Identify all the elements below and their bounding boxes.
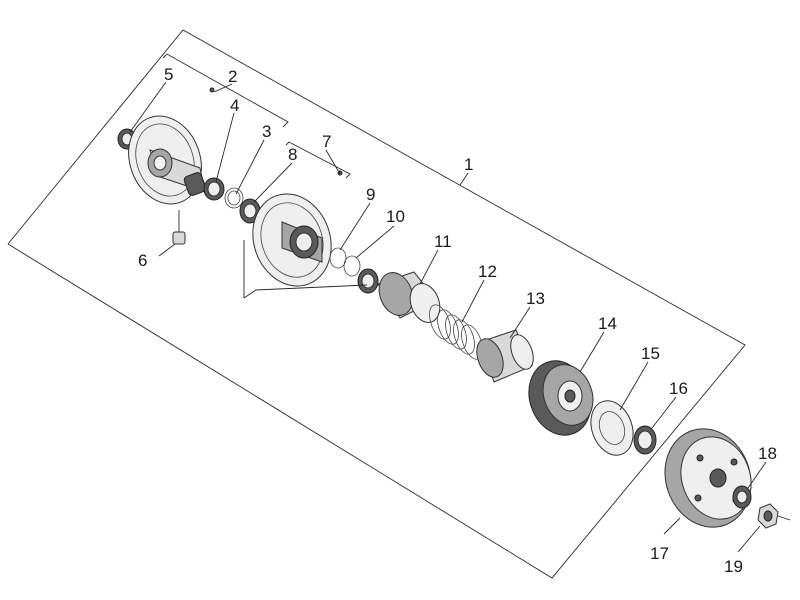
- part-3-circlip: [224, 187, 244, 209]
- part-6-screw: [172, 210, 186, 245]
- label-part-16: 16: [669, 379, 688, 398]
- leader-lines: [129, 81, 767, 553]
- part-16-washer: [633, 425, 657, 455]
- part-labels: 1 2 3 4 5 6 7 8 9 10 11 12 13 14 15 16 1…: [138, 65, 777, 576]
- part-11-sleeve: [377, 271, 441, 323]
- label-part-17: 17: [650, 544, 669, 563]
- part-8-bearing: [239, 198, 261, 224]
- part-17-clutch-bell: [664, 428, 752, 528]
- subassembly-bracket-7: [285, 141, 351, 179]
- part-9-o-ring: [329, 247, 347, 269]
- part-2-fixed-half-pulley: [128, 87, 215, 205]
- part-15-cam-plate: [590, 400, 634, 456]
- part-19-nut: [757, 503, 791, 529]
- label-part-4: 4: [230, 96, 239, 115]
- label-part-19: 19: [724, 557, 743, 576]
- part-4-bushing: [203, 177, 225, 201]
- label-part-10: 10: [386, 207, 405, 226]
- part-18-washer: [732, 485, 752, 509]
- part-14-clutch: [528, 360, 594, 436]
- label-part-18: 18: [758, 444, 777, 463]
- assembly-bracket-1: [7, 29, 746, 579]
- label-part-12: 12: [478, 262, 497, 281]
- group-7-leaders: [243, 240, 368, 299]
- label-part-6: 6: [138, 251, 147, 270]
- label-part-15: 15: [641, 344, 660, 363]
- part-13-spring-cup: [476, 329, 534, 383]
- part-7-movable-half-pulley: [252, 170, 343, 287]
- label-part-5: 5: [164, 65, 173, 84]
- label-part-13: 13: [526, 289, 545, 308]
- label-part-3: 3: [262, 122, 271, 141]
- label-part-9: 9: [366, 185, 375, 204]
- label-part-8: 8: [288, 145, 297, 164]
- label-part-7: 7: [322, 132, 331, 151]
- label-part-2: 2: [228, 67, 237, 86]
- label-part-1: 1: [464, 155, 473, 174]
- label-part-11: 11: [434, 232, 452, 251]
- part-10-bearing: [357, 268, 379, 294]
- subassembly-bracket-2: [162, 53, 289, 128]
- part-10-o-ring: [343, 255, 361, 277]
- label-part-14: 14: [598, 314, 617, 333]
